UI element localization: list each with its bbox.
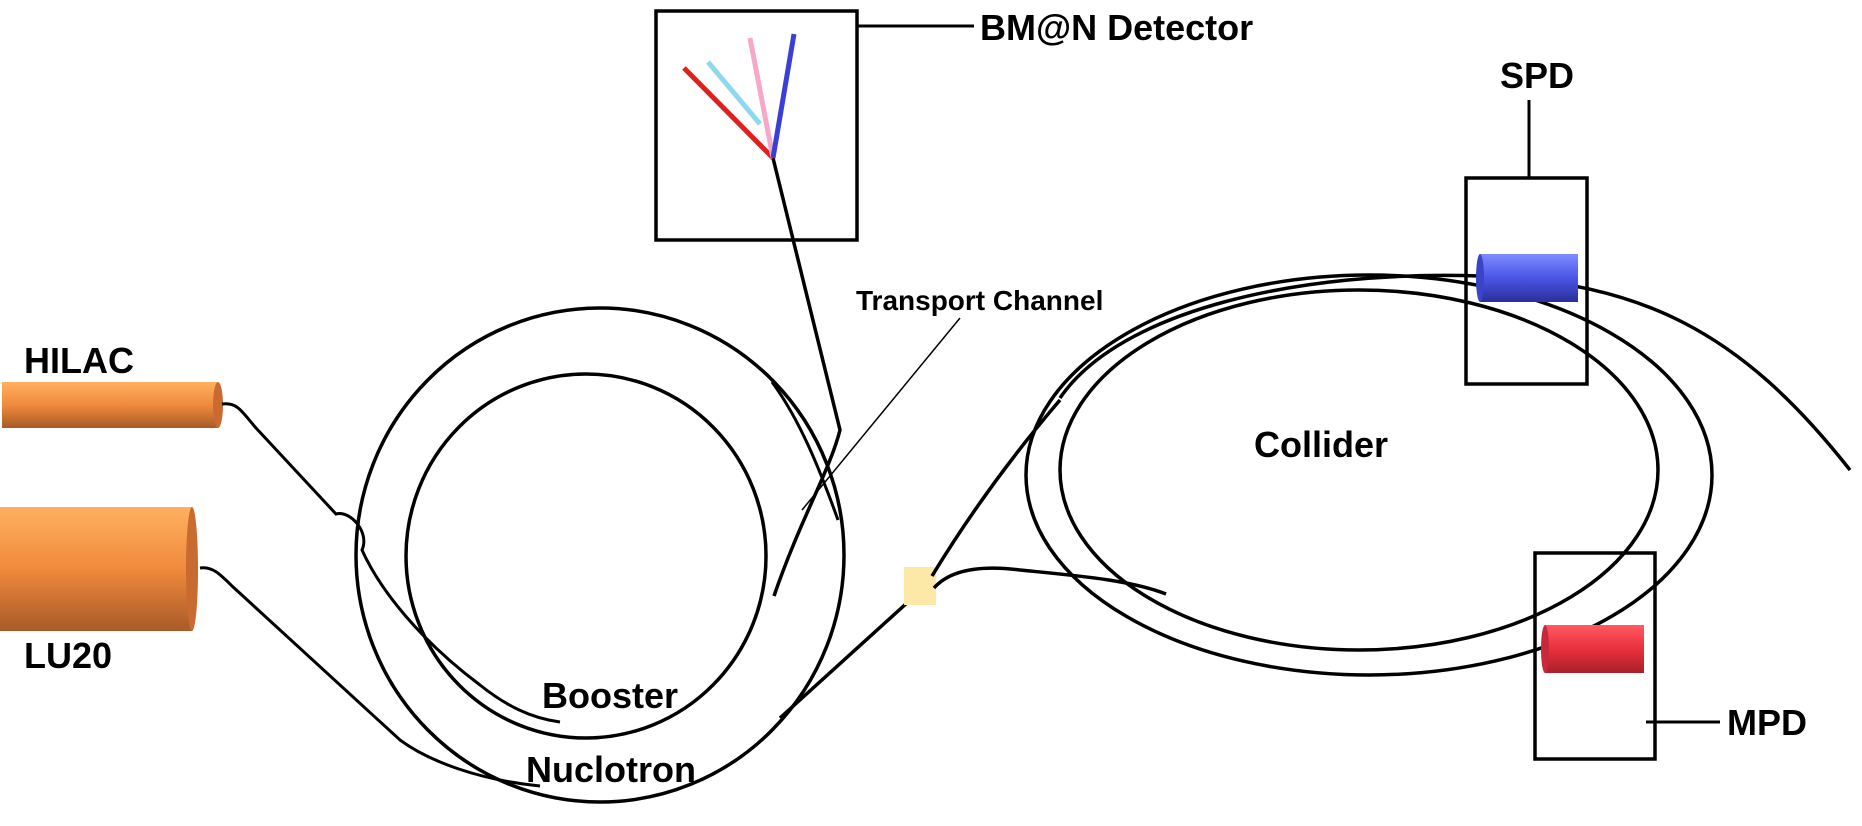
nuclotron-label: Nuclotron — [526, 749, 696, 790]
lu20-label: LU20 — [24, 635, 112, 676]
hilac-injector — [2, 382, 223, 428]
spd-detector-box — [1464, 176, 1589, 386]
spd-label: SPD — [1500, 55, 1574, 96]
nuclotron-extraction-line — [778, 600, 910, 720]
booster-ring — [404, 372, 768, 740]
transport-channel-label: Transport Channel — [856, 285, 1103, 316]
hilac-label: HILAC — [24, 340, 134, 381]
transport-channel-leader — [801, 317, 961, 511]
lu20-injector — [0, 507, 198, 631]
booster-label: Booster — [542, 675, 678, 716]
booster-nuclotron-transfer — [770, 381, 840, 521]
collider-injection-lower — [932, 566, 1167, 596]
nuclotron-ring — [354, 306, 846, 804]
collider-ring-inner — [1058, 288, 1660, 652]
bman-detector-box — [654, 9, 859, 242]
hilac-beamline — [221, 402, 561, 724]
bman-tracks — [682, 33, 797, 160]
collider-ring-crossing — [1058, 273, 1852, 472]
collider-injection-upper — [930, 398, 1062, 577]
lu20-beamline — [199, 566, 541, 788]
spd-magnet — [1476, 254, 1578, 302]
collider-label: Collider — [1254, 424, 1388, 465]
collider-ring-outer — [1024, 273, 1714, 677]
mpd-magnet — [1541, 625, 1644, 673]
mpd-label: MPD — [1727, 702, 1807, 743]
injection-junction — [904, 567, 936, 605]
bman-transport-channel — [771, 157, 842, 597]
mpd-detector-box — [1533, 551, 1657, 761]
bman-detector-label: BM@N Detector — [980, 7, 1253, 48]
